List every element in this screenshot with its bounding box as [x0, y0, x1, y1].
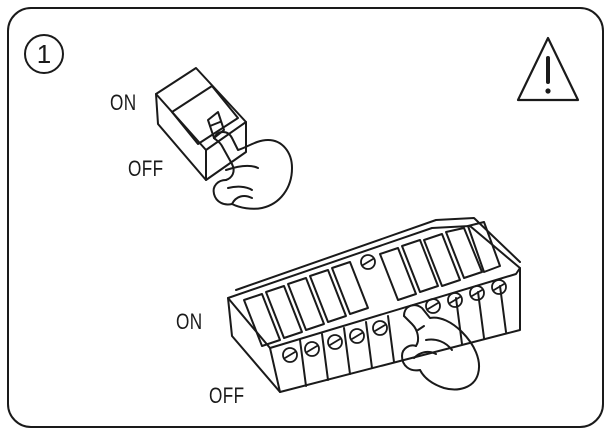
screw-icon: [447, 292, 463, 308]
screw-icon: [349, 328, 365, 344]
single-switch-on-label: ON: [110, 90, 137, 115]
panel-off-label: OFF: [209, 383, 245, 408]
warning-triangle-icon: [516, 36, 580, 102]
illustration-frame: [7, 7, 604, 428]
single-switch-off-label: OFF: [128, 156, 164, 181]
screw-icon: [372, 320, 388, 336]
screw-icon: [327, 334, 343, 350]
screw-icon: [425, 298, 441, 314]
screw-icon: [491, 279, 507, 295]
hand-icon: [212, 131, 293, 210]
step-number-badge: 1: [24, 34, 64, 74]
screw-icon: [360, 254, 376, 270]
step-number: 1: [36, 39, 52, 69]
panel-on-label: ON: [176, 309, 203, 334]
screw-terminals: [282, 254, 507, 363]
single-switch: [155, 67, 247, 181]
switch-panel: [227, 217, 521, 393]
rocker-row: [243, 221, 501, 347]
screw-icon: [469, 285, 485, 301]
screw-icon: [304, 341, 320, 357]
hand-icon: [401, 304, 480, 391]
screw-icon: [282, 347, 298, 363]
